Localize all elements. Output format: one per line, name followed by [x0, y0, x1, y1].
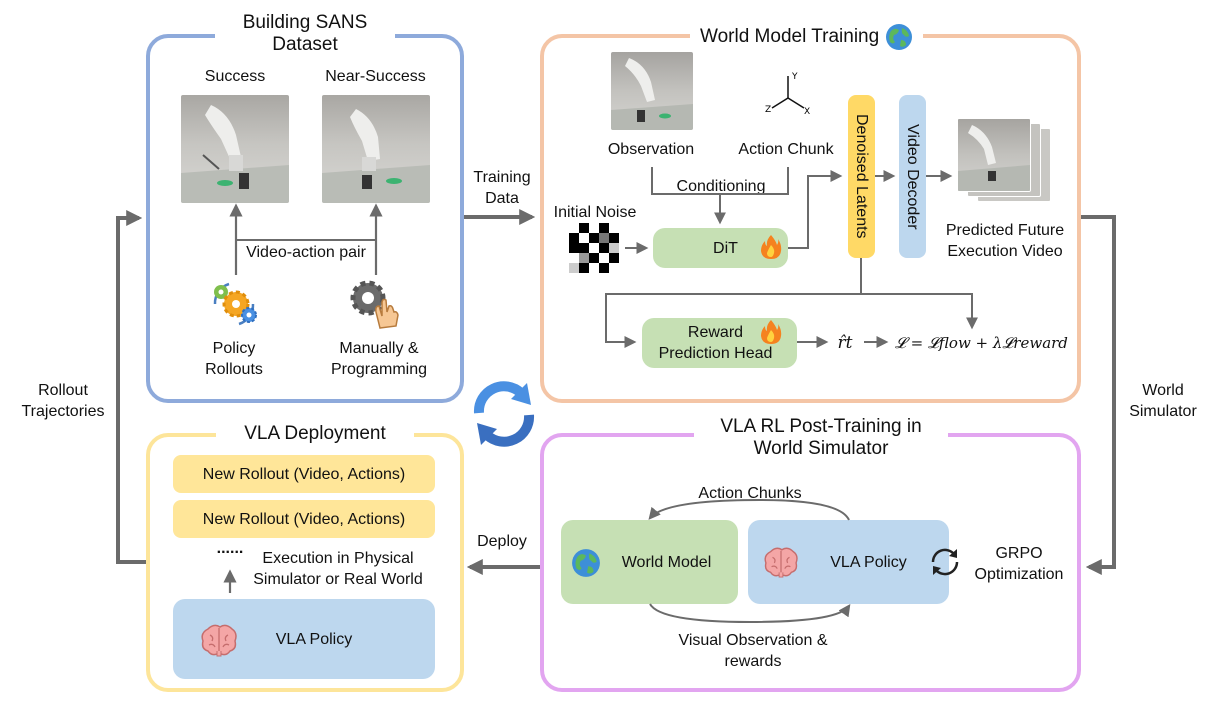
- more-rollouts-ellipsis: ......: [216, 540, 244, 557]
- success-label: Success: [204, 68, 266, 85]
- near-success-label: Near-Success: [325, 68, 426, 85]
- visual-observation-label: Visual Observation & rewards: [678, 632, 828, 670]
- rollout-box-1-label: New Rollout (Video, Actions): [202, 465, 406, 483]
- deploy-vla-policy-label: VLA Policy: [275, 630, 353, 648]
- axes-icon: Y Z X: [762, 70, 812, 120]
- dit-label: DiT: [713, 239, 738, 257]
- rollout-trajectories-label: Rollout Trajectories: [21, 382, 105, 420]
- brain-icon: [200, 623, 238, 657]
- cycle-icon: [927, 544, 963, 580]
- training-data-label: Training Data: [473, 169, 531, 207]
- fire-icon: [760, 319, 782, 345]
- reward-head-label: Reward Prediction Head: [658, 324, 773, 362]
- success-photo: [181, 95, 289, 203]
- noise-grid: [569, 223, 619, 273]
- brain-icon: [763, 546, 799, 578]
- predicted-frame-1: [957, 118, 1031, 192]
- rl-world-model-label: World Model: [621, 553, 712, 571]
- video-action-pair-label: Video-action pair: [236, 242, 376, 263]
- dit-block: DiT: [653, 228, 788, 268]
- world-model-title-text: World Model Training: [700, 26, 880, 47]
- sync-cycle-icon: [465, 379, 543, 449]
- action-chunks-label: Action Chunks: [698, 485, 802, 502]
- rl-panel-title: VLA RL Post-Training in World Simulator: [694, 416, 948, 460]
- loss-equation: 𝓛 = 𝓛flow + λ𝓛reward: [895, 334, 1068, 352]
- hand-gear-icon: [346, 276, 402, 332]
- observation-label: Observation: [607, 141, 695, 158]
- deploy-label: Deploy: [477, 533, 527, 550]
- deploy-panel-title: VLA Deployment: [216, 423, 414, 445]
- denoised-latents-block: Denoised Latents: [848, 95, 875, 258]
- denoised-latents-label: Denoised Latents: [853, 114, 870, 239]
- initial-noise-label: Initial Noise: [553, 204, 637, 221]
- observation-photo: [611, 52, 693, 130]
- reward-estimate-symbol: r̂t: [837, 333, 853, 353]
- svg-text:Z: Z: [765, 105, 771, 115]
- policy-rollouts-label: Policy Rollouts: [205, 340, 263, 378]
- rollout-box-1: New Rollout (Video, Actions): [173, 455, 435, 493]
- svg-text:Y: Y: [791, 72, 798, 82]
- near-success-photo: [322, 95, 430, 203]
- manually-programming-label: Manually & Programming: [330, 340, 428, 378]
- execution-label: Execution in Physical Simulator or Real …: [253, 550, 423, 588]
- rl-vla-policy-label: VLA Policy: [830, 553, 907, 571]
- sans-panel-title: Building SANS Dataset: [215, 12, 395, 56]
- video-decoder-label: Video Decoder: [904, 123, 921, 230]
- action-chunk-label: Action Chunk: [738, 141, 834, 158]
- grpo-label: GRPO Optimization: [974, 545, 1064, 583]
- rollout-box-2-label: New Rollout (Video, Actions): [202, 510, 406, 528]
- conditioning-label: Conditioning: [676, 178, 766, 195]
- world-model-panel-title: World Model Training: [690, 23, 924, 51]
- globe-icon: [571, 548, 601, 578]
- video-decoder-block: Video Decoder: [899, 95, 926, 258]
- fire-icon: [760, 234, 782, 260]
- predicted-future-label: Predicted Future Execution Video: [945, 222, 1065, 260]
- globe-icon: [885, 23, 913, 51]
- world-simulator-label: World Simulator: [1129, 382, 1197, 420]
- svg-text:X: X: [804, 107, 810, 117]
- rollout-box-2: New Rollout (Video, Actions): [173, 500, 435, 538]
- gears-icon: [207, 278, 261, 330]
